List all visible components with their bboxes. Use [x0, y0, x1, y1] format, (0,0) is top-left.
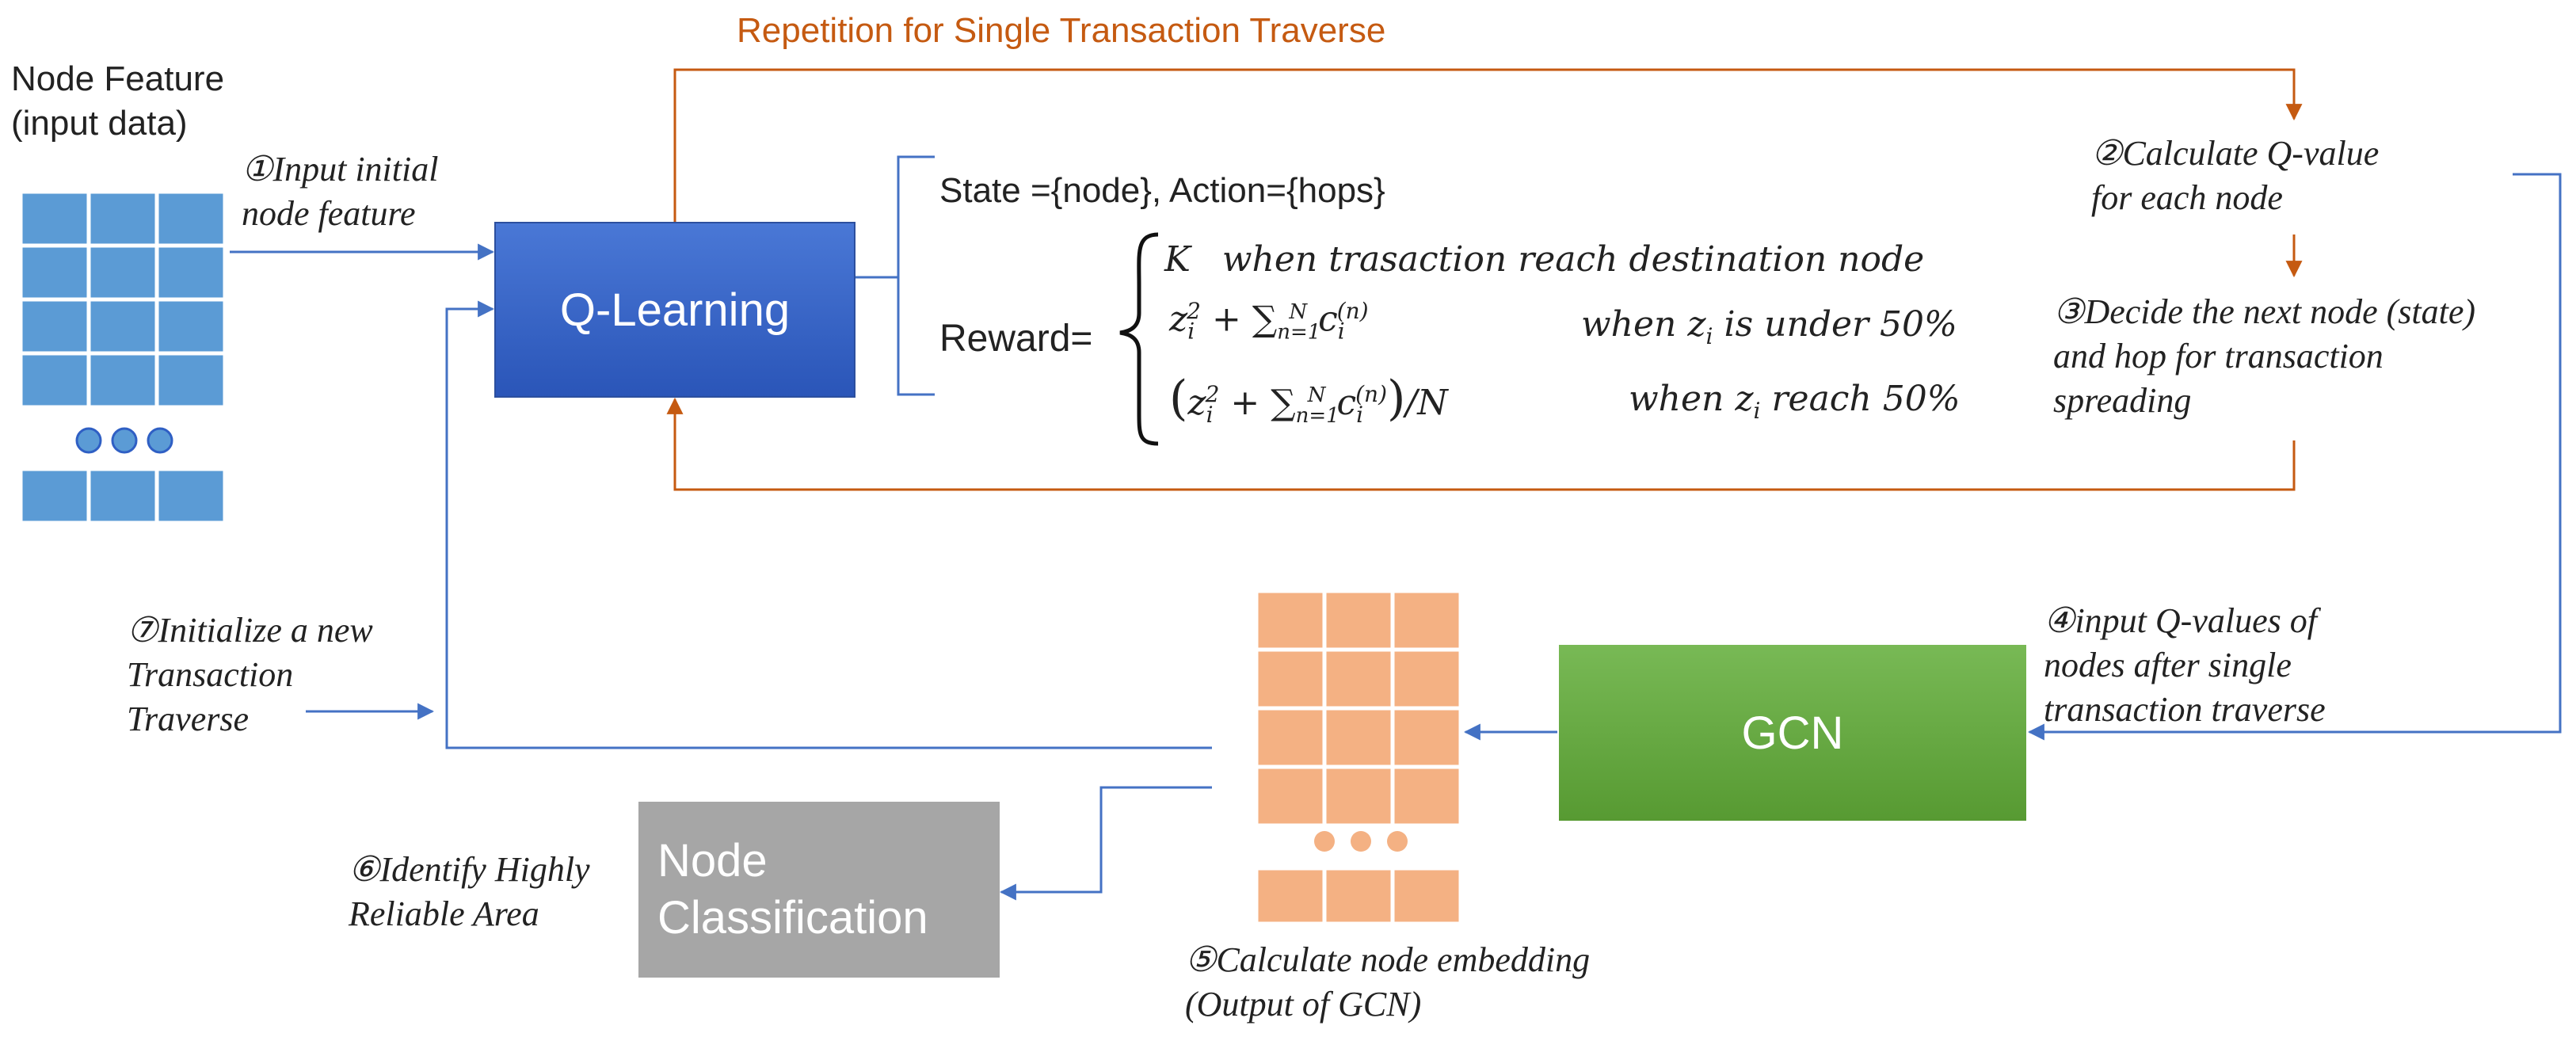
formula-bracket: [855, 155, 935, 396]
step-4-line2: nodes after single: [2044, 646, 2292, 684]
blue-arrows: [230, 173, 2562, 901]
step-7-line2: Transaction: [127, 655, 294, 694]
embedding-grid-ellipsis: [1314, 831, 1408, 852]
embedding-grid: [1254, 589, 1463, 926]
gcn-box: GCN: [1559, 645, 2026, 821]
node-classification-line1: Node: [657, 835, 768, 886]
node-feature-line1: Node Feature: [11, 59, 225, 98]
case-3-condition-head: when z: [1629, 379, 1754, 419]
node-feature-label: Node Feature (input data): [11, 57, 224, 146]
input-grid-ellipsis: [75, 427, 173, 454]
reward-label: Reward=: [939, 318, 1093, 360]
step-2-label: ②Calculate Q-value for each node: [2091, 132, 2379, 220]
case-2-condition-tail: is under 50%: [1713, 304, 1957, 345]
step-3-label: ③Decide the next node (state) and hop fo…: [2053, 290, 2475, 423]
gcn-label: GCN: [1741, 707, 1844, 759]
loop-title: Repetition for Single Transaction Traver…: [737, 11, 1386, 50]
step-7-label: ⑦Initialize a new Transaction Traverse: [127, 608, 373, 742]
step-6-line2: Reliable Area: [349, 894, 539, 933]
step-7-line1: ⑦Initialize a new: [127, 611, 373, 650]
node-classification-box: Node Classification: [638, 802, 1000, 978]
case-2-condition-head: when z: [1581, 304, 1706, 345]
node-classification-line2: Classification: [657, 892, 928, 944]
step-1-line1: ①Input initial: [242, 150, 439, 189]
reward-case-3-expr: (zi2 + ∑n=1N ci(n))/N: [1169, 371, 1448, 428]
step-3-line3: spreading: [2053, 381, 2192, 420]
case-3-condition-tail: reach 50%: [1760, 379, 1961, 419]
node-feature-line2: (input data): [11, 104, 188, 143]
step-3-line2: and hop for transaction: [2053, 337, 2384, 376]
step-6-label: ⑥Identify Highly Reliable Area: [349, 848, 590, 936]
q-learning-label: Q-Learning: [559, 284, 791, 336]
reward-cases-brace: [1119, 232, 1159, 446]
step-1-label: ①Input initial node feature: [242, 147, 438, 236]
step-4-line3: transaction traverse: [2044, 690, 2326, 729]
reward-case-2-expr: zi2 + ∑n=1N ci(n): [1169, 298, 1369, 345]
step-4-line1: ④input Q-values of: [2044, 601, 2317, 640]
case-1-condition: when trasaction reach destination node: [1221, 239, 1925, 280]
q-learning-box: Q-Learning: [494, 222, 855, 398]
step-7-line3: Traverse: [127, 700, 249, 738]
reward-case-2-condition: when zi is under 50%: [1581, 304, 1957, 349]
step-3-line1: ③Decide the next node (state): [2053, 292, 2476, 331]
reward-case-3-condition: when zi reach 50%: [1629, 379, 1961, 424]
case-1-expr: K: [1164, 239, 1191, 280]
input-feature-grid: [18, 189, 227, 525]
step-2-line1: ②Calculate Q-value: [2091, 134, 2380, 173]
step-5-line1: ⑤Calculate node embedding: [1185, 940, 1591, 979]
repetition-loop: [666, 68, 2303, 491]
step-4-label: ④input Q-values of nodes after single tr…: [2044, 599, 2326, 732]
step-5-line2: (Output of GCN): [1185, 985, 1422, 1024]
step-1-line2: node feature: [242, 194, 416, 233]
step-2-line2: for each node: [2091, 178, 2283, 217]
step-6-line1: ⑥Identify Highly: [349, 850, 590, 889]
state-action-text: State ={node}, Action={hops}: [939, 171, 1385, 210]
step-5-label: ⑤Calculate node embedding (Output of GCN…: [1185, 938, 1590, 1027]
